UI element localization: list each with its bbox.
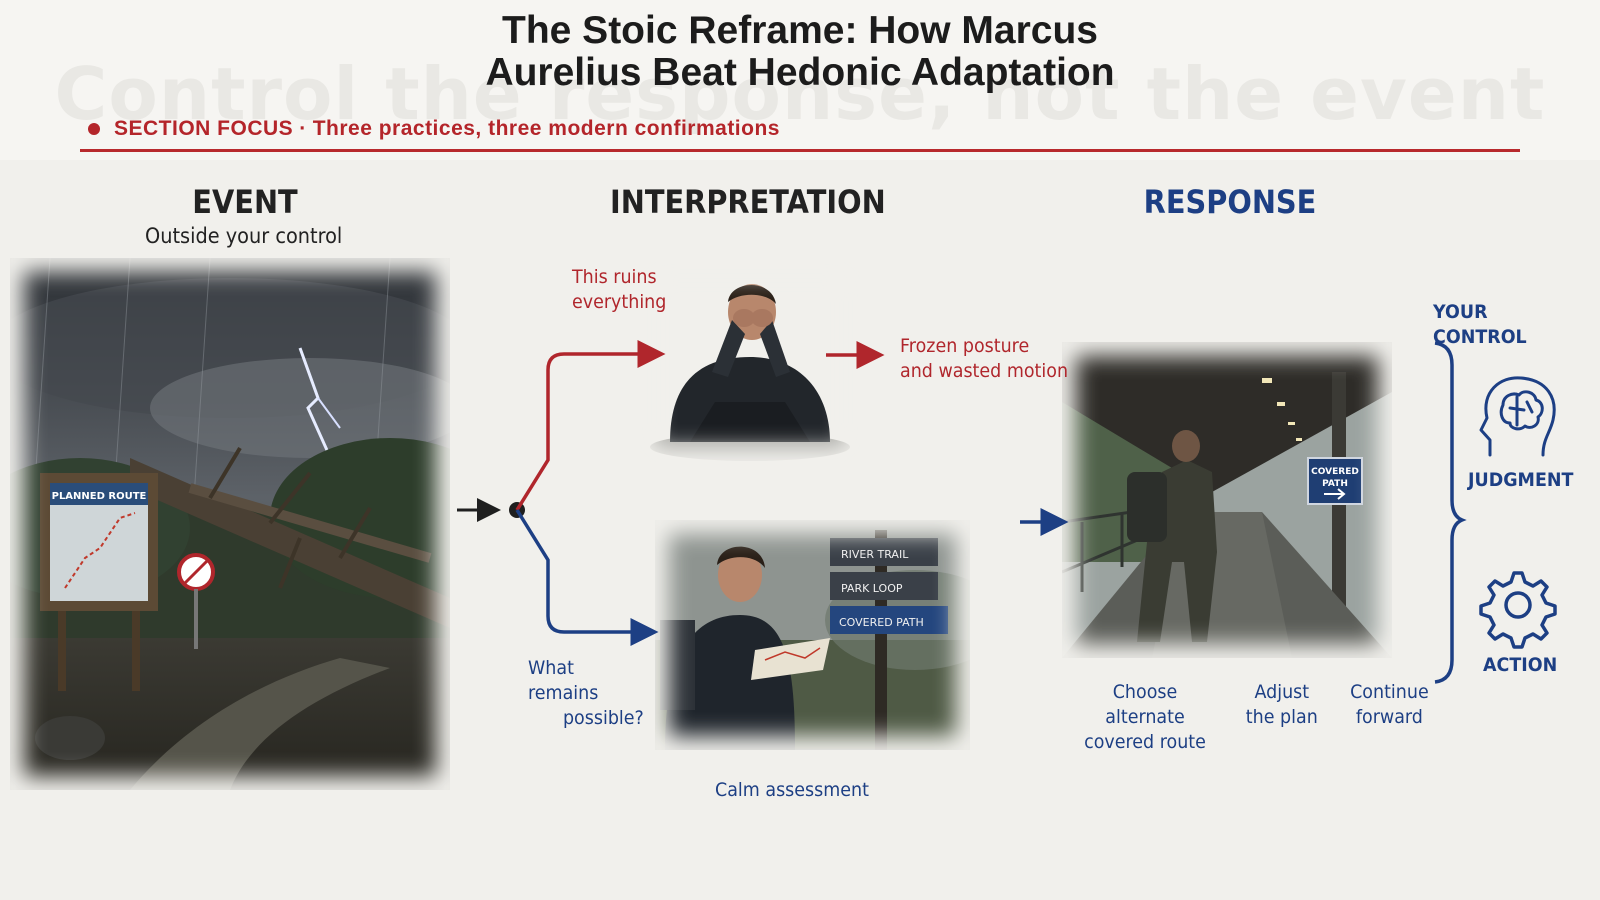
signpost-river-trail: RIVER TRAIL [841, 548, 909, 561]
negative-branch-arrow [515, 340, 666, 511]
calm-assessment-caption: Calm assessment [715, 779, 869, 801]
negative-outcome-line2: and wasted motion [900, 360, 1069, 382]
section-separator: · [299, 117, 307, 140]
brain-head-icon [1479, 376, 1556, 457]
response-heading: RESPONSE [1143, 183, 1317, 221]
signpost-covered-path: COVERED PATH [839, 616, 924, 629]
interpretation-heading: INTERPRETATION [610, 183, 886, 221]
gear-icon [1479, 571, 1557, 649]
title-line-2: Aurelius Beat Hedonic Adaptation [485, 51, 1115, 94]
section-focus: SECTION FOCUS · Three practices, three m… [88, 117, 780, 141]
positive-thought: What remains possible? [528, 656, 648, 731]
event-subheading: Outside your control [145, 224, 343, 248]
positive-thought-line1: What remains [528, 657, 599, 704]
header-band [0, 0, 1600, 160]
step-choose-route: Choose alternate covered route [1076, 680, 1214, 755]
judgment-label: JUDGMENT [1468, 469, 1574, 491]
step-2-line2: the plan [1245, 706, 1318, 728]
page-title: The Stoic Reframe: How Marcus Aurelius B… [0, 10, 1600, 94]
step-3-line2: forward [1355, 706, 1423, 728]
step-continue-forward: Continue forward [1348, 680, 1431, 730]
section-label: SECTION FOCUS [114, 117, 294, 140]
your-control-bracket [1434, 341, 1467, 684]
covered-sign-line2: PATH [1322, 479, 1348, 489]
negative-thought-line2: everything [572, 291, 667, 313]
step-1-line1: Choose alternate [1105, 681, 1185, 728]
covered-sign-line1: COVERED [1311, 467, 1359, 477]
calm-assessment-image: RIVER TRAIL PARK LOOP COVERED PATH [655, 520, 970, 750]
watermark-text: Control the response, not the event [54, 52, 1546, 136]
your-control-heading: YOUR CONTROL [1433, 301, 1527, 348]
step-1-line2: covered route [1084, 731, 1206, 753]
distressed-man-image [640, 262, 860, 462]
positive-branch-arrow [515, 509, 659, 646]
planned-route-sign-text: PLANNED ROUTE [52, 491, 147, 502]
section-text: Three practices, three modern confirmati… [312, 117, 780, 140]
title-line-1: The Stoic Reframe: How Marcus [502, 9, 1098, 52]
action-label: ACTION [1483, 654, 1558, 676]
event-heading: EVENT [192, 183, 298, 221]
negative-thought: This ruins everything [572, 265, 666, 315]
bullet-dot-icon [88, 123, 100, 135]
negative-outcome: Frozen posture and wasted motion [900, 334, 1068, 384]
section-rule [80, 149, 1520, 152]
positive-thought-line2: possible? [562, 707, 644, 729]
covered-walkway-image: COVERED PATH [1062, 342, 1392, 658]
storm-event-image: PLANNED ROUTE [10, 258, 450, 790]
step-3-line1: Continue [1350, 681, 1429, 703]
negative-outcome-line1: Frozen posture [900, 335, 1030, 357]
negative-thought-line1: This ruins [572, 266, 657, 288]
step-2-line1: Adjust [1254, 681, 1310, 703]
signpost-park-loop: PARK LOOP [841, 582, 903, 595]
step-adjust-plan: Adjust the plan [1245, 680, 1319, 730]
